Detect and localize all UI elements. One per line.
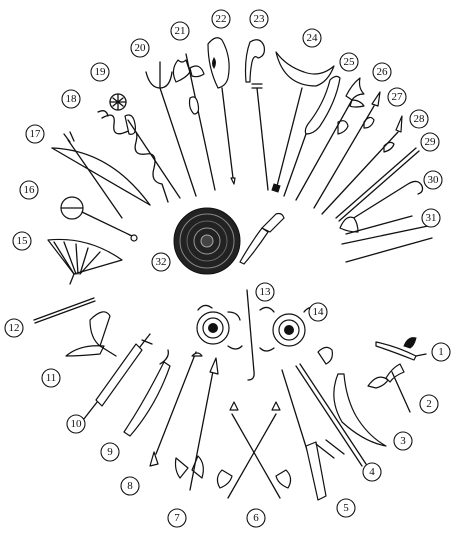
weapon-24-crescent-spade: [271, 51, 335, 193]
weapon-15-fan: [47, 238, 123, 285]
label-29: 29: [420, 132, 440, 152]
label-17: 17: [25, 124, 45, 144]
label-5: 5: [336, 498, 356, 518]
svg-text:11: 11: [46, 372, 57, 384]
label-2: 2: [419, 394, 439, 414]
svg-text:28: 28: [414, 113, 426, 125]
weapon-31-axe-rods: [339, 215, 433, 263]
svg-text:19: 19: [95, 66, 107, 78]
label-10: 10: [66, 414, 86, 434]
label-23: 23: [249, 9, 269, 29]
svg-text:16: 16: [24, 184, 36, 196]
weapon-13-cane: [246, 289, 255, 381]
weapon-2-hook: [367, 363, 411, 413]
weapon-10-sword: [79, 333, 153, 425]
weapon-7-double-axe: [174, 357, 219, 491]
svg-text:9: 9: [107, 446, 113, 458]
weapon-23-hook-spear: [244, 39, 269, 191]
label-12: 12: [4, 318, 24, 338]
svg-text:20: 20: [135, 42, 147, 54]
svg-text:5: 5: [343, 502, 349, 514]
svg-text:29: 29: [425, 136, 437, 148]
weapon-11-knives: [65, 311, 117, 357]
label-8: 8: [120, 476, 140, 496]
svg-text:30: 30: [428, 174, 440, 186]
weapon-30-hook-cane: [343, 180, 424, 225]
svg-text:2: 2: [426, 398, 432, 410]
svg-text:14: 14: [313, 306, 325, 318]
weapon-short-sword: [239, 212, 285, 265]
svg-text:18: 18: [66, 93, 78, 105]
weapon-16-mace: [60, 196, 138, 242]
weapon-6-crossed-axes: [216, 401, 292, 499]
svg-text:15: 15: [17, 235, 29, 247]
label-3: 3: [393, 431, 413, 451]
svg-text:31: 31: [426, 212, 437, 224]
svg-text:6: 6: [253, 512, 259, 524]
label-16: 16: [19, 180, 39, 200]
label-4: 4: [362, 462, 382, 482]
label-22: 22: [211, 9, 231, 29]
label-7: 7: [167, 508, 187, 528]
label-15: 15: [12, 231, 32, 251]
weapon-14-hoops: [196, 304, 319, 352]
weapon-17-bow-arrow: [51, 131, 151, 219]
label-1: 1: [431, 342, 451, 362]
label-18: 18: [61, 89, 81, 109]
weapon-18-whip: [97, 110, 169, 203]
weapon-1-tassel-sword: [375, 337, 427, 361]
svg-text:1: 1: [438, 346, 444, 358]
weapon-9-sabre: [123, 349, 171, 437]
svg-text:25: 25: [344, 56, 356, 68]
weapon-5-long-blade: [281, 369, 327, 501]
svg-text:7: 7: [174, 512, 180, 524]
svg-text:21: 21: [175, 25, 186, 37]
label-6: 6: [246, 508, 266, 528]
weapon-21-halberd: [172, 53, 216, 191]
label-32: 32: [151, 252, 171, 272]
weapon-20-trident: [145, 61, 197, 197]
svg-text:27: 27: [392, 91, 404, 103]
svg-text:22: 22: [216, 13, 227, 25]
weapon-22-glaive: [207, 37, 236, 185]
weapon-26-claw-spear: [295, 77, 365, 201]
label-13: 13: [255, 282, 275, 302]
label-20: 20: [130, 38, 150, 58]
weapon-27-tassel-spear: [313, 91, 381, 209]
label-21: 21: [170, 21, 190, 41]
svg-text:4: 4: [369, 466, 375, 478]
label-31: 31: [421, 208, 441, 228]
svg-text:17: 17: [30, 128, 42, 140]
label-24: 24: [302, 28, 322, 48]
svg-text:32: 32: [156, 256, 167, 268]
weapon-29-staff: [335, 147, 420, 222]
weapon-28-spear: [321, 115, 403, 215]
weapon-8-spear: [149, 351, 203, 467]
label-11: 11: [41, 368, 61, 388]
weapon-19-ring-mace: [109, 93, 181, 199]
label-28: 28: [409, 109, 429, 129]
weapon-4-rod: [295, 363, 367, 467]
svg-text:13: 13: [260, 286, 272, 298]
svg-text:8: 8: [127, 480, 133, 492]
svg-text:24: 24: [307, 32, 319, 44]
svg-text:26: 26: [377, 66, 389, 78]
svg-text:10: 10: [71, 418, 83, 430]
svg-text:12: 12: [9, 322, 20, 334]
label-30: 30: [423, 170, 443, 190]
svg-text:3: 3: [400, 435, 406, 447]
label-26: 26: [372, 62, 392, 82]
weapon-32-shield: [173, 207, 241, 275]
weapon-25-broadsword: [283, 75, 341, 197]
svg-text:23: 23: [254, 13, 266, 25]
label-9: 9: [100, 442, 120, 462]
label-27: 27: [387, 87, 407, 107]
label-14: 14: [308, 302, 328, 322]
weapon-3-crescent-pole: [317, 346, 387, 447]
weapon-12-flute: [33, 297, 96, 324]
label-25: 25: [339, 52, 359, 72]
label-19: 19: [90, 62, 110, 82]
